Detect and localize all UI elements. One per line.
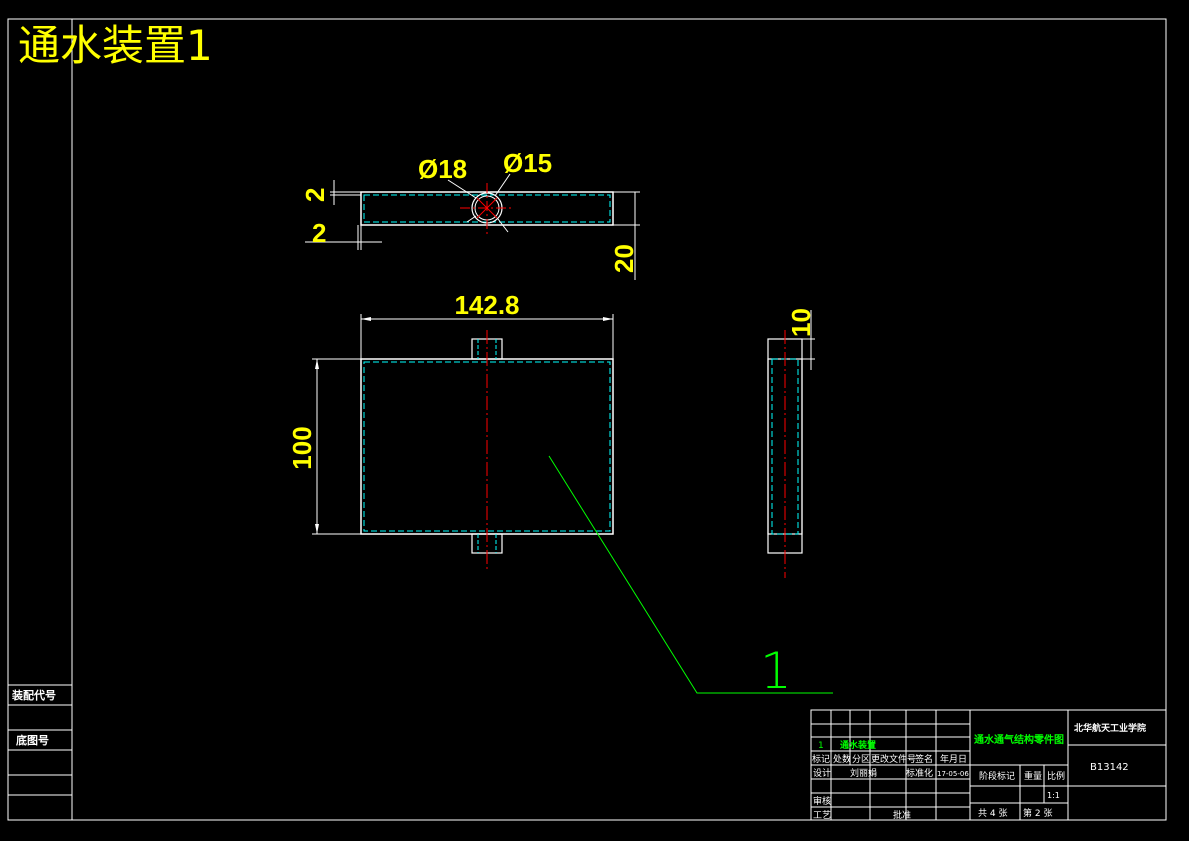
dim-10: 10 xyxy=(786,308,816,337)
dim-d18: Ø18 xyxy=(418,154,467,184)
drawing-title: 通水装置1 xyxy=(18,21,213,70)
part-row-name: 通水装置 xyxy=(840,739,876,751)
side-panel: 装配代号 底图号 xyxy=(8,684,72,796)
scale-value: 1:1 xyxy=(1047,791,1060,800)
dim-20: 20 xyxy=(609,244,639,273)
title-block-text: 1 通水装置 标记 处数 分区 更改文件号 签名 年月日 设计 刘丽娟 标准化 … xyxy=(812,722,1146,821)
hdr-doc: 更改文件号 xyxy=(871,753,916,765)
title-block xyxy=(810,709,1167,821)
hdr-sign: 签名 xyxy=(915,753,933,765)
design-label: 设计 xyxy=(813,767,831,779)
sheet-number: 第 2 张 xyxy=(1023,807,1052,819)
hdr-date: 年月日 xyxy=(940,753,967,765)
hdr-zone: 分区 xyxy=(852,754,870,765)
review-label: 审核 xyxy=(813,795,831,807)
hdr-count: 处数 xyxy=(833,753,851,765)
scale-label: 比例 xyxy=(1047,770,1065,782)
dim-100: 100 xyxy=(287,426,317,469)
drawing-name: 通水通气结构零件图 xyxy=(974,733,1064,746)
dim-d15: Ø15 xyxy=(503,148,552,178)
designer-name: 刘丽娟 xyxy=(850,767,877,779)
weight-label: 重量 xyxy=(1024,770,1042,782)
side-view: 10 xyxy=(767,308,816,578)
standard-label: 标准化 xyxy=(906,767,933,779)
d18-leader xyxy=(447,179,477,199)
part-row-no: 1 xyxy=(818,741,824,751)
cross-mark-2 xyxy=(476,197,498,219)
dim-142-8: 142.8 xyxy=(454,290,519,320)
approve-label: 批准 xyxy=(893,809,911,821)
assembly-code-label: 装配代号 xyxy=(11,688,56,702)
hdr-mark: 标记 xyxy=(812,753,830,765)
process-label: 工艺 xyxy=(813,810,831,821)
top-view: Ø18 Ø15 2 2 20 xyxy=(300,148,640,280)
school-name: 北华航天工业学院 xyxy=(1074,722,1146,734)
base-drawing-label: 底图号 xyxy=(16,733,49,747)
part-balloon-number: 1 xyxy=(760,642,792,700)
dim-2-top: 2 xyxy=(300,188,330,202)
stage-label: 阶段标记 xyxy=(979,770,1015,782)
total-sheets: 共 4 张 xyxy=(978,808,1007,819)
drawing-code: B13142 xyxy=(1090,762,1129,773)
design-date: 17-05-06 xyxy=(937,770,969,778)
front-view: 142.8 100 1 xyxy=(287,290,833,700)
d15-leader xyxy=(494,173,511,197)
part-leader-line xyxy=(548,455,833,694)
outer-frame xyxy=(7,18,1167,821)
dim-2-left: 2 xyxy=(312,218,326,248)
